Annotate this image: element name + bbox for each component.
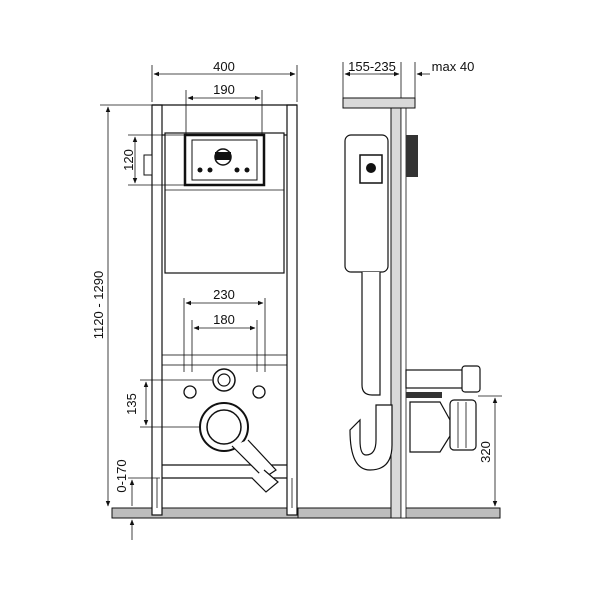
dim-drain-height: 135 xyxy=(124,393,139,415)
side-dimensions: 155-235 max 40 320 xyxy=(342,59,502,507)
left-bolt-icon xyxy=(183,385,197,399)
front-dimensions: 400 190 120 1120 - 1290 230 180 135 0 xyxy=(91,59,298,540)
flush-plate-panel xyxy=(183,133,266,187)
dim-bolt-spacing-inner: 180 xyxy=(213,312,235,327)
dim-total-height: 1120 - 1290 xyxy=(91,271,106,339)
front-view xyxy=(111,104,299,519)
dim-frame-width: 400 xyxy=(213,59,235,74)
flush-button-side xyxy=(406,135,418,177)
side-view xyxy=(297,97,501,519)
dim-max-wall: max 40 xyxy=(432,59,475,74)
dim-flush-plate-width: 190 xyxy=(213,82,235,97)
dim-inlet-height: 320 xyxy=(478,441,493,463)
dim-foot-adjust: 0-170 xyxy=(114,459,129,492)
dim-bolt-spacing-outer: 230 xyxy=(213,287,235,302)
frame-right-post xyxy=(286,104,298,516)
right-bolt-icon xyxy=(252,385,266,399)
dim-flush-plate-height: 120 xyxy=(121,149,136,171)
floor-slab xyxy=(111,507,299,519)
dim-depth: 155-235 xyxy=(348,59,396,74)
inlet-port-icon xyxy=(212,368,236,392)
frame-left-post xyxy=(151,104,163,516)
wall-section xyxy=(390,97,402,519)
